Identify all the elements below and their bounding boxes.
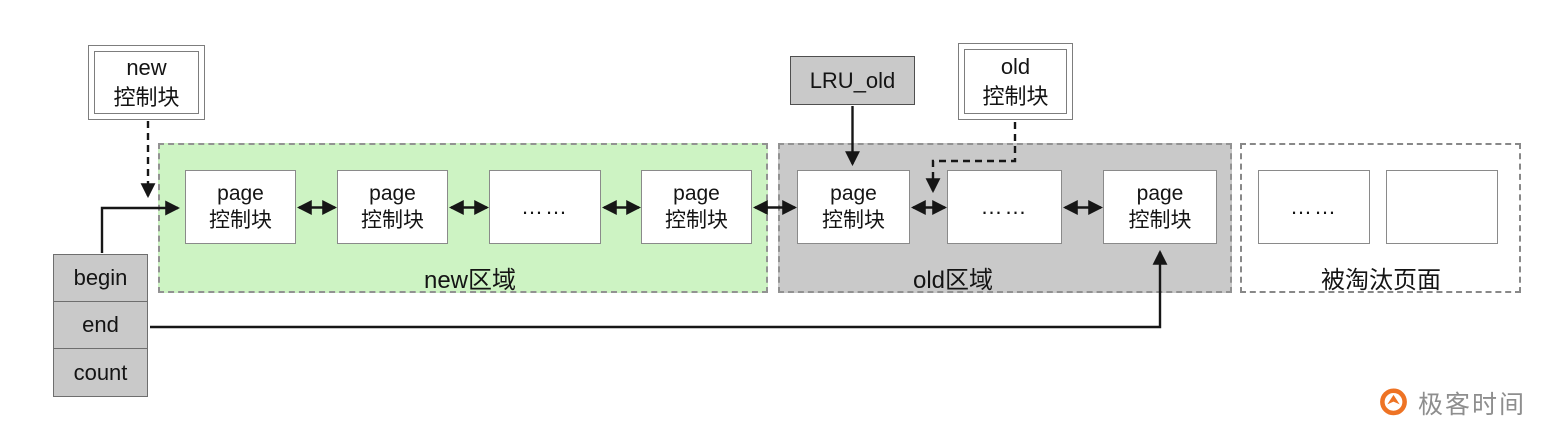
ellipsis-text: …… [1290,194,1338,219]
new-control-block: new 控制块 [88,45,205,120]
pointer-begin: begin [53,254,148,303]
page-control-block: page 控制块 [1103,170,1217,244]
ellipsis-block: …… [1258,170,1370,244]
page-block-line2: 控制块 [1128,209,1192,232]
page-control-block: page 控制块 [641,170,752,244]
geektime-logo-icon [1380,387,1407,415]
ellipsis-text: …… [980,194,1029,219]
ellipsis-block: …… [489,170,601,244]
pointer-count: count [53,348,148,397]
ellipsis-block: …… [947,170,1062,244]
page-block-line1: page [217,182,264,205]
lru-old-label: LRU_old [809,67,896,93]
brand-logo: 极客时间 [1377,385,1526,421]
region-new-label: new区域 [423,267,517,294]
page-control-block: page 控制块 [185,170,296,244]
old-control-line2: 控制块 [982,83,1049,109]
empty-page-block [1386,170,1498,244]
region-evicted-label: 被淘汰页面 [1321,267,1441,294]
page-block-line2: 控制块 [209,209,272,232]
page-control-block: page 控制块 [337,170,448,244]
new-control-line1: new [126,54,167,80]
brand-name: 极客时间 [1418,391,1527,419]
page-block-line1: page [830,182,877,205]
page-block-line2: 控制块 [665,209,728,232]
old-control-block: old 控制块 [958,43,1073,120]
page-block-line1: page [673,182,720,205]
ellipsis-text: …… [521,194,569,219]
region-old-label: old区域 [912,267,994,294]
page-control-block: page 控制块 [797,170,910,244]
page-block-line1: page [1136,182,1184,205]
pointer-end: end [53,301,148,350]
list-pointer-stack: begin end count [53,254,148,397]
lru-old-pointer-box: LRU_old [790,56,915,105]
new-control-line2: 控制块 [113,84,180,110]
page-block-line2: 控制块 [822,209,885,232]
page-block-line1: page [369,182,416,205]
page-block-line2: 控制块 [361,209,424,232]
old-control-line1: old [1000,53,1031,79]
